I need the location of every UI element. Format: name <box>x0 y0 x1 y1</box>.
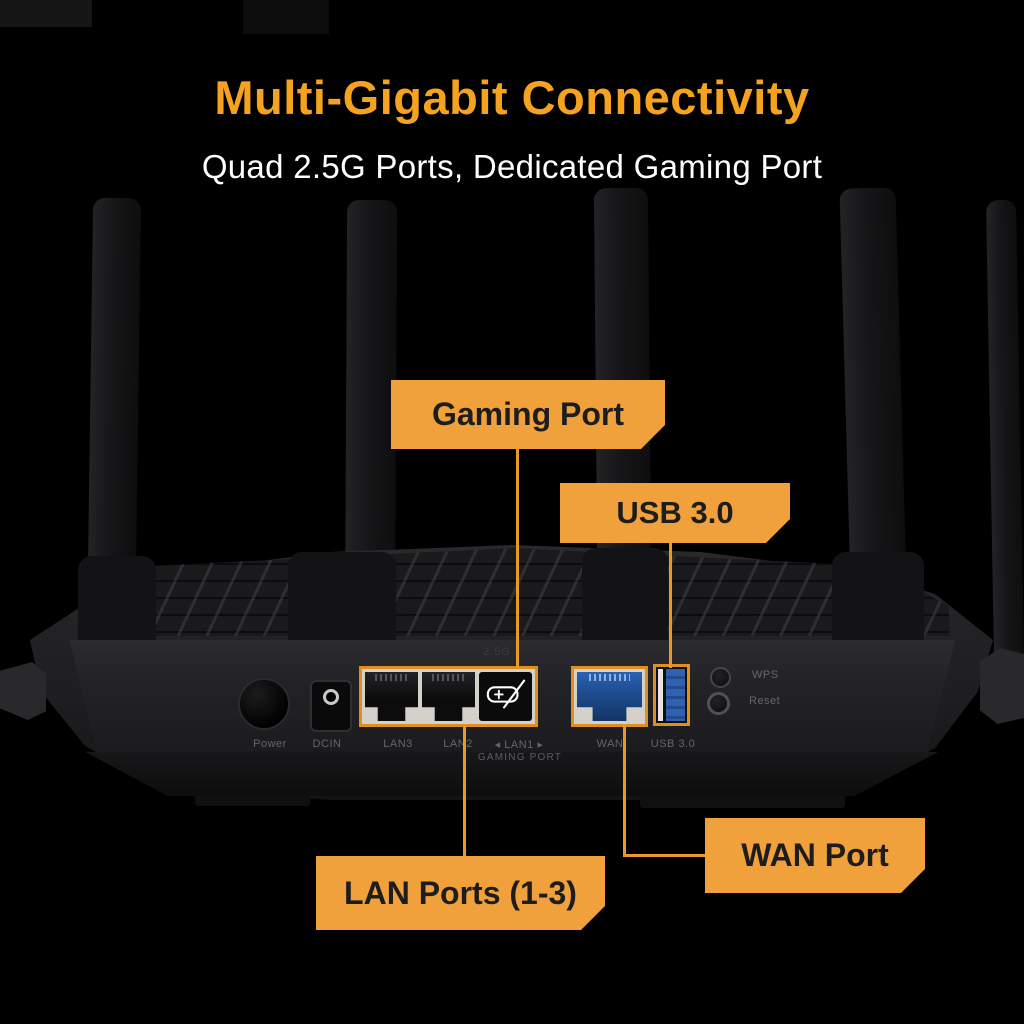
label-reset: Reset <box>749 695 781 707</box>
label-wps: WPS <box>752 669 779 681</box>
callout-gaming-port: Gaming Port <box>391 380 665 449</box>
rj45-pins <box>589 674 630 681</box>
antenna-hinge-base <box>78 556 156 652</box>
connector-line-wan-vertical <box>623 724 626 857</box>
label-lan2: LAN2 <box>443 738 473 750</box>
reset-button <box>707 692 730 715</box>
connector-line-lan <box>463 726 466 857</box>
page-subtitle: Quad 2.5G Ports, Dedicated Gaming Port <box>201 148 823 185</box>
power-button <box>238 678 290 730</box>
rj45-pins <box>375 674 408 681</box>
wps-button <box>710 667 731 688</box>
label-power: Power <box>253 738 287 750</box>
connector-line-wan-horizontal <box>623 854 708 857</box>
wan-rj45 <box>577 672 642 721</box>
photo-edge-patch <box>0 0 92 27</box>
side-antenna-hinge-right <box>980 648 1024 724</box>
lan3-port <box>365 672 418 721</box>
router-bottom-chamfer <box>85 751 939 797</box>
gaming-lan1-port <box>479 672 532 721</box>
gamepad-icon <box>485 678 527 715</box>
callout-lan-ports: LAN Ports (1-3) <box>316 856 605 930</box>
connector-line-usb <box>669 542 672 668</box>
label-wan: WAN <box>596 738 624 750</box>
page-title: Multi-Gigabit Connectivity <box>214 71 810 124</box>
photo-edge-bar <box>243 0 329 34</box>
connector-line-gaming <box>516 448 519 668</box>
label-speed-2-5g: 2.5G <box>483 646 511 658</box>
callout-usb-3-0: USB 3.0 <box>560 483 790 543</box>
side-antenna-hinge-left <box>0 662 46 720</box>
router-top-vents <box>77 548 950 636</box>
wan-port <box>571 666 648 727</box>
antenna-hinge-base <box>288 552 396 656</box>
lan2-port <box>422 672 475 721</box>
label-usb: USB 3.0 <box>650 738 696 750</box>
dc-pin <box>323 689 339 705</box>
label-gaming-port: GAMING PORT <box>477 752 563 763</box>
router-antenna-5 <box>986 199 1024 659</box>
dc-in-jack <box>310 680 352 732</box>
callout-wan-port: WAN Port <box>705 818 925 893</box>
lan-port-group <box>359 666 538 727</box>
label-lan3: LAN3 <box>383 738 413 750</box>
usb-tongue <box>666 669 685 721</box>
antenna-hinge-base <box>832 552 924 656</box>
usb-bezel <box>658 669 663 721</box>
rj45-pins <box>432 674 465 681</box>
label-lan1: ◂ LAN1 ▸ <box>494 739 544 751</box>
usb-3-port <box>653 664 690 726</box>
label-dcin: DCIN <box>312 738 342 750</box>
